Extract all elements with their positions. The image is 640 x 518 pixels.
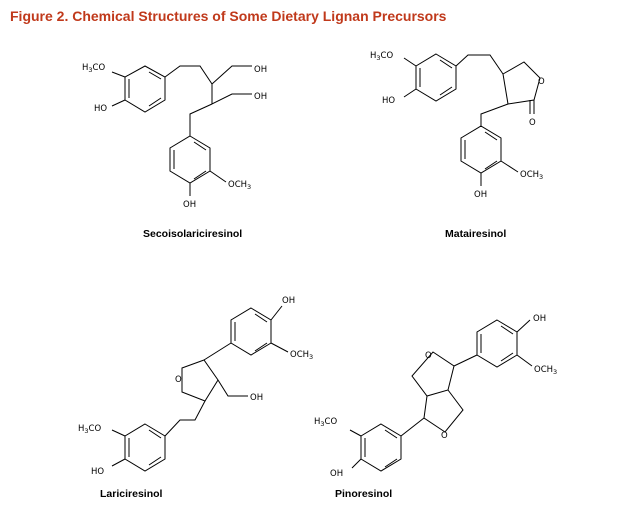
ring-oxygen-label: O (425, 351, 432, 361)
hydroxyl-label: HO (94, 104, 107, 114)
secoisolariciresinol-upper-ring (124, 65, 166, 113)
methoxy-label: H3CO (314, 417, 337, 428)
matairesinol-lower-ring (460, 125, 502, 174)
hydroxyl-label: OH (474, 190, 487, 200)
compound-name-pinoresinol: Pinoresinol (335, 488, 392, 500)
pinoresinol-structure: O O OH OCH3 H3CO OH Pinoresinol (314, 314, 557, 500)
methoxy-label: H3CO (78, 424, 101, 435)
hydroxyl-label: OH (533, 314, 546, 324)
matairesinol-structure: H3CO HO O O OCH3 OH Matairesinol (370, 51, 545, 240)
matairesinol-lactone-ring (502, 61, 541, 114)
hydroxyl-label: OH (183, 200, 196, 210)
hydroxyl-label: HO (91, 467, 104, 477)
methoxy-label: OCH3 (290, 350, 313, 361)
compound-name-secoisolariciresinol: Secoisolariciresinol (143, 228, 242, 240)
compound-name-matairesinol: Matairesinol (445, 228, 506, 240)
matairesinol-substituent-bonds (403, 57, 519, 186)
pinoresinol-upper-ring (476, 319, 518, 368)
lariciresinol-upper-ring (230, 307, 272, 356)
pinoresinol-substituent-bonds (349, 319, 533, 469)
figure-title: Figure 2. Chemical Structures of Some Di… (10, 8, 447, 24)
matairesinol-upper-ring (415, 53, 457, 102)
matairesinol-linkers (455, 54, 509, 126)
secoisolariciresinol-substituent-bonds (111, 71, 227, 196)
hydroxyl-label: OH (254, 92, 267, 102)
ring-oxygen-label: O (538, 77, 545, 87)
methoxy-label: H3CO (82, 63, 105, 74)
ring-oxygen-label: O (175, 375, 182, 385)
secoisolariciresinol-chain (164, 65, 252, 136)
hydroxyl-label: OH (330, 469, 343, 479)
methoxy-label: OCH3 (520, 170, 543, 181)
hydroxyl-label: OH (250, 393, 263, 403)
methoxy-label: H3CO (370, 51, 393, 62)
lariciresinol-structure: O OH OCH3 OH H3CO HO Lariciresinol (78, 296, 313, 500)
compound-name-lariciresinol: Lariciresinol (100, 488, 163, 500)
secoisolariciresinol-structure: H3CO HO OH OH OCH3 OH Secoisolariciresin… (82, 63, 267, 240)
pinoresinol-linkers (400, 354, 478, 437)
lariciresinol-substituent-bonds (111, 305, 289, 467)
carbonyl-oxygen-label: O (529, 118, 536, 128)
ring-oxygen-label: O (441, 431, 448, 441)
hydroxyl-label: HO (382, 96, 395, 106)
pinoresinol-bicyclic-core (411, 351, 464, 433)
pinoresinol-lower-ring (360, 423, 402, 472)
methoxy-label: OCH3 (228, 180, 251, 191)
lariciresinol-lower-ring (124, 423, 166, 472)
lariciresinol-linkers (164, 342, 248, 437)
lariciresinol-thf-ring (181, 359, 219, 402)
secoisolariciresinol-lower-ring (169, 135, 211, 184)
hydroxyl-label: OH (282, 296, 295, 306)
methoxy-label: OCH3 (534, 365, 557, 376)
hydroxyl-label: OH (254, 65, 267, 75)
